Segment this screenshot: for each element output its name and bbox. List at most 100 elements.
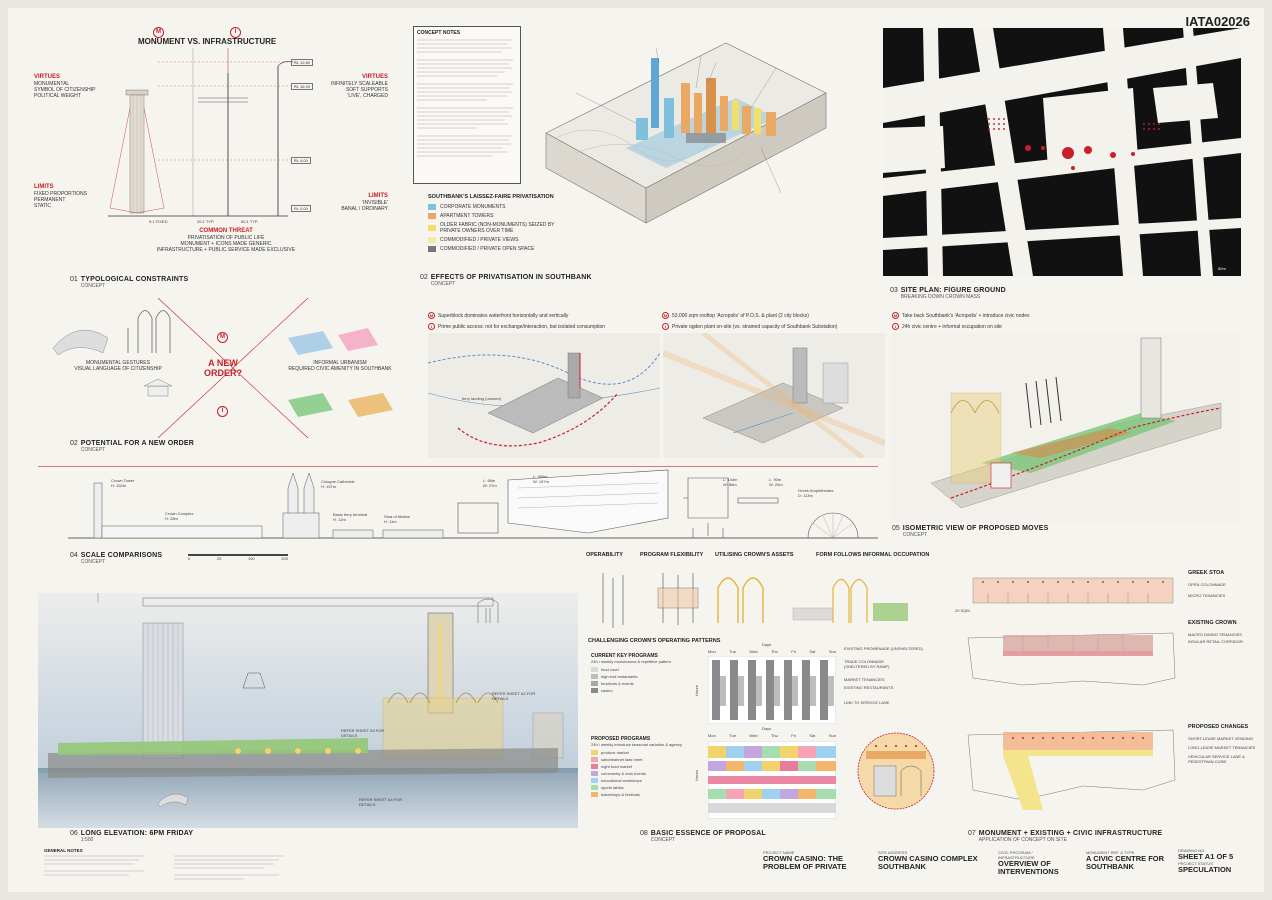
monument-limits: LIMITS FIXED PROPORTIONS PERMANENT STATI… [34,184,87,209]
refer-sheet-a2-note: REFER SHEET A2 FOR DETAILS [492,691,536,701]
existing-crown-notes: EXISTING CROWN MACRO DINING TENANCIES IN… [1188,620,1243,644]
principle-program-flexibility: PROGRAM FLEXIBILITY [640,552,704,558]
current-program-item: food court [591,667,701,672]
days-title-proposed: Days [762,726,772,731]
program-swatch [591,757,598,762]
concept-notes-box: CONCEPT NOTES [413,26,521,184]
principle-sketches [602,573,908,628]
legend-item: APARTMENT TOWERS [428,213,608,219]
legend-item: CORPORATE MONUMENTS [428,204,608,210]
proposed-program-item: bakeshops & festivals [591,792,701,797]
common-threat: COMMON THREAT PRIVATISATION OF PUBLIC LI… [156,228,296,253]
proposed-program-item: community & civic events [591,771,701,776]
superblock-diagram [428,333,660,458]
scale-comparison-silhouettes [68,469,878,539]
program-swatch [591,688,598,693]
promenade-notes: EXISTING PROMENADE (UNSHELTERED) TRADE C… [844,646,923,705]
legend-swatch [428,204,436,210]
infrastructure-limits: LIMITS 'INVISIBLE' BANAL / ORDINARY [341,193,388,212]
site-plan-scale-bar: 50m [1218,266,1226,271]
isometric-proposed-moves [891,333,1241,523]
title-block-drawing-no: DRAWING NO. SHEET A1 OF 5 PROJECT STATUS… [1178,848,1234,874]
general-notes: GENERAL NOTES [44,848,294,884]
current-program-item: casino [591,688,701,693]
legend-swatch [428,213,436,219]
new-order-i-icon: I [217,399,228,417]
figure-ground-site-plan [883,28,1241,276]
section-02b-heading: 02 EFFECTS OF PRIVATISATION IN SOUTHBANK… [420,274,592,287]
program-swatch [591,785,598,790]
program-swatch [591,764,598,769]
program-swatch [591,681,598,686]
proposed-program-item: sabchbahnet laas meet [591,757,701,762]
monument-m-icon: M [153,20,173,38]
current-program-item: functions & events [591,681,701,686]
proposed-program-item: sports tables [591,785,701,790]
presentation-sheet: IATA02026 M I MONUMENT VS. INFRASTRUCTUR… [8,8,1264,892]
existing-crown-plan [967,632,1176,686]
operating-patterns-title: CHALLENGING CROWN'S OPERATING PATTERNS [588,638,721,644]
legend-swatch [428,237,436,243]
greek-stoa-notes: GREEK STOA OPEN COLONNADE MICRO TENANCIE… [1188,570,1226,598]
legend-swatch [428,225,436,231]
proposed-programs-grid [708,741,836,819]
monument-title: MONUMENT VS. INFRASTRUCTURE [138,37,277,46]
current-programs-grid [708,656,836,724]
title-block-civic-program: CIVIC PROGRAM / INFRASTRUCTURE OVERVIEW … [998,850,1059,876]
ratio-3: 60:1 TYP. [241,219,259,224]
infrastructure-i-icon: I [230,20,250,38]
monument-vs-infrastructure-diagram [108,48,298,217]
refer-sheet-a4-note: REFER SHEET A4 FOR DETAILS [359,797,403,807]
proposed-program-item: produce market [591,750,701,755]
promenade-section-detail [857,732,935,810]
long-elevation-render [38,593,578,828]
program-swatch [591,750,598,755]
ferry-landing-label: ferry landing (unused) [462,396,501,401]
southbank-isometric-model [545,42,827,224]
section-07-heading: 07 MONUMENT + EXISTING + CIVIC INFRASTRU… [968,830,1163,843]
general-notes-text-lines [44,855,284,880]
legend-item: OLDER FABRIC (NON-MONUMENTS) SEIZED BY P… [428,222,608,234]
hours-label-current: Hours [693,685,699,696]
title-block-monument-ref: MONUMENT REF. & TYPE A CIVIC CENTRE FOR … [1086,850,1165,871]
proposed-program-item: educational workshops [591,778,701,783]
hours-label-proposed: Hours [693,770,699,781]
title-block-site-address: SITE ADDRESS CROWN CASINO COMPLEX SOUTHB… [878,850,978,871]
ratio-1: 5:1 FIXED [149,219,168,224]
principle-crowns-assets: UTILISING CROWN'S ASSETS [715,552,794,558]
program-swatch [591,778,598,783]
legend-item: COMMODIFIED / PRIVATE VIEWS [428,237,608,243]
section-divider [38,466,878,467]
principle-form-follows: FORM FOLLOWS INFORMAL OCCUPATION [816,552,930,558]
proposed-program-item: night food market [591,764,701,769]
sheet-id: IATA02026 [1185,14,1250,29]
acropolis-rooftop-diagram [663,333,885,458]
rl-tag-2: RL 16.00 [291,83,314,90]
program-swatch [591,667,598,672]
stoa-scale-tag: 20 SQM [955,608,970,613]
